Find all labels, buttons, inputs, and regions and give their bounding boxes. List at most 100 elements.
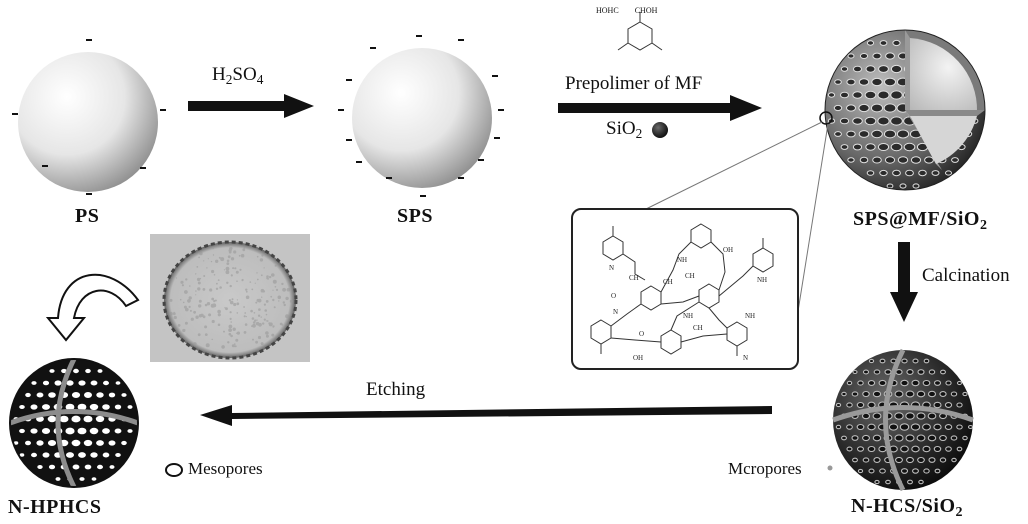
tem-speckle [273,306,276,309]
tem-speckle [238,254,241,257]
formula-hoh: HOH [596,6,614,15]
tem-speckle [185,278,188,281]
mesopore [65,403,75,411]
silica-pore [858,130,870,138]
tem-speckle [228,324,233,329]
silica-pore [866,170,875,176]
tem-speckle [264,309,267,312]
silica-pore [840,66,849,72]
legend-mesopores: Mesopores [188,459,263,478]
label-ps: PS [75,205,100,227]
tem-speckle [175,277,177,279]
tem-speckle [198,304,202,308]
tem-speckle [252,338,254,341]
micropore [905,434,915,442]
tem-speckle [195,290,197,292]
tem-speckle [195,294,197,296]
mesopore [61,368,67,374]
mesopore [108,392,116,398]
tem-speckle [286,289,289,291]
tem-speckle [177,324,181,327]
micropore [917,456,925,464]
tem-speckle [236,299,238,301]
silica-pore [866,40,875,46]
tem-speckle [182,301,185,304]
formula-nh: NH [677,256,687,264]
label-sps-mf-sio2-sub: 2 [979,218,988,234]
mesopore [83,439,93,447]
micropore [951,457,957,463]
tem-speckle [268,275,272,279]
zoom-marker [819,111,833,125]
micropore [894,412,904,420]
tem-speckle [244,323,248,326]
tem-speckle [209,288,213,292]
mesopore [42,452,50,458]
tem-speckle [272,325,275,328]
step-prepolymer-label: Prepolimer of MF [565,73,703,94]
micropore [878,379,887,387]
tem-speckle [198,256,200,259]
tem-speckle [275,288,279,291]
silica-pore [897,156,909,164]
tem-speckle [231,298,234,301]
mesopore [25,392,31,398]
tem-speckle [258,308,261,311]
tem-speckle [249,281,252,283]
micropore [906,456,914,464]
tem-speckle [223,330,225,333]
tem-speckle [195,273,197,275]
tem-speckle [243,315,246,318]
silica-pore [890,142,903,152]
mesopore [30,428,38,434]
micropore [962,391,968,397]
tem-speckle [202,288,206,291]
ps-sphere [18,52,158,192]
mesopore [89,403,99,411]
micropore [916,412,926,420]
silica-pore [877,90,890,100]
silica-pore [839,117,850,125]
silica-pore [840,144,849,150]
tem-speckle [198,314,203,318]
tem-speckle [206,302,211,306]
tem-speckle [217,323,221,327]
tem-speckle [213,300,215,303]
tem-speckle [213,274,216,276]
tem-speckle [230,334,233,338]
mesopore [19,453,25,457]
silica-pore [905,169,914,177]
mesopore [73,368,79,374]
micropore [885,479,891,485]
tem-speckle [204,325,208,329]
mf-polymer-structure: N CH O NH CH OH NH CH NH N O CH OH NH N [590,223,774,362]
micropore [868,468,875,474]
tem-speckle [211,319,215,324]
step-acid-label: H2SO4 [212,64,263,88]
step-etching-label: Etching [366,379,426,400]
silica-pore [872,156,882,164]
tem-speckle [235,332,238,334]
silica-pore [924,156,934,164]
silica-pore [903,142,916,152]
tem-speckle [208,313,212,317]
mesopore [31,452,37,458]
silica-pore [877,116,890,126]
tem-speckle [221,345,225,349]
mesopore [89,427,99,435]
tem-speckle [285,296,289,301]
micropore [907,479,913,485]
tem-speckle [279,296,281,299]
label-n-hcs-sio2-sub: 2 [955,505,964,521]
mesopore [102,428,110,434]
tem-speckle [256,255,259,258]
silica-pore [890,116,903,126]
micropore [857,380,864,386]
tem-speckle [263,318,266,321]
mesopore [30,404,38,410]
micropore [967,424,973,430]
micropore [933,401,942,409]
tem-speckle [267,278,269,280]
step-silica-label: SiO2 [606,118,642,142]
